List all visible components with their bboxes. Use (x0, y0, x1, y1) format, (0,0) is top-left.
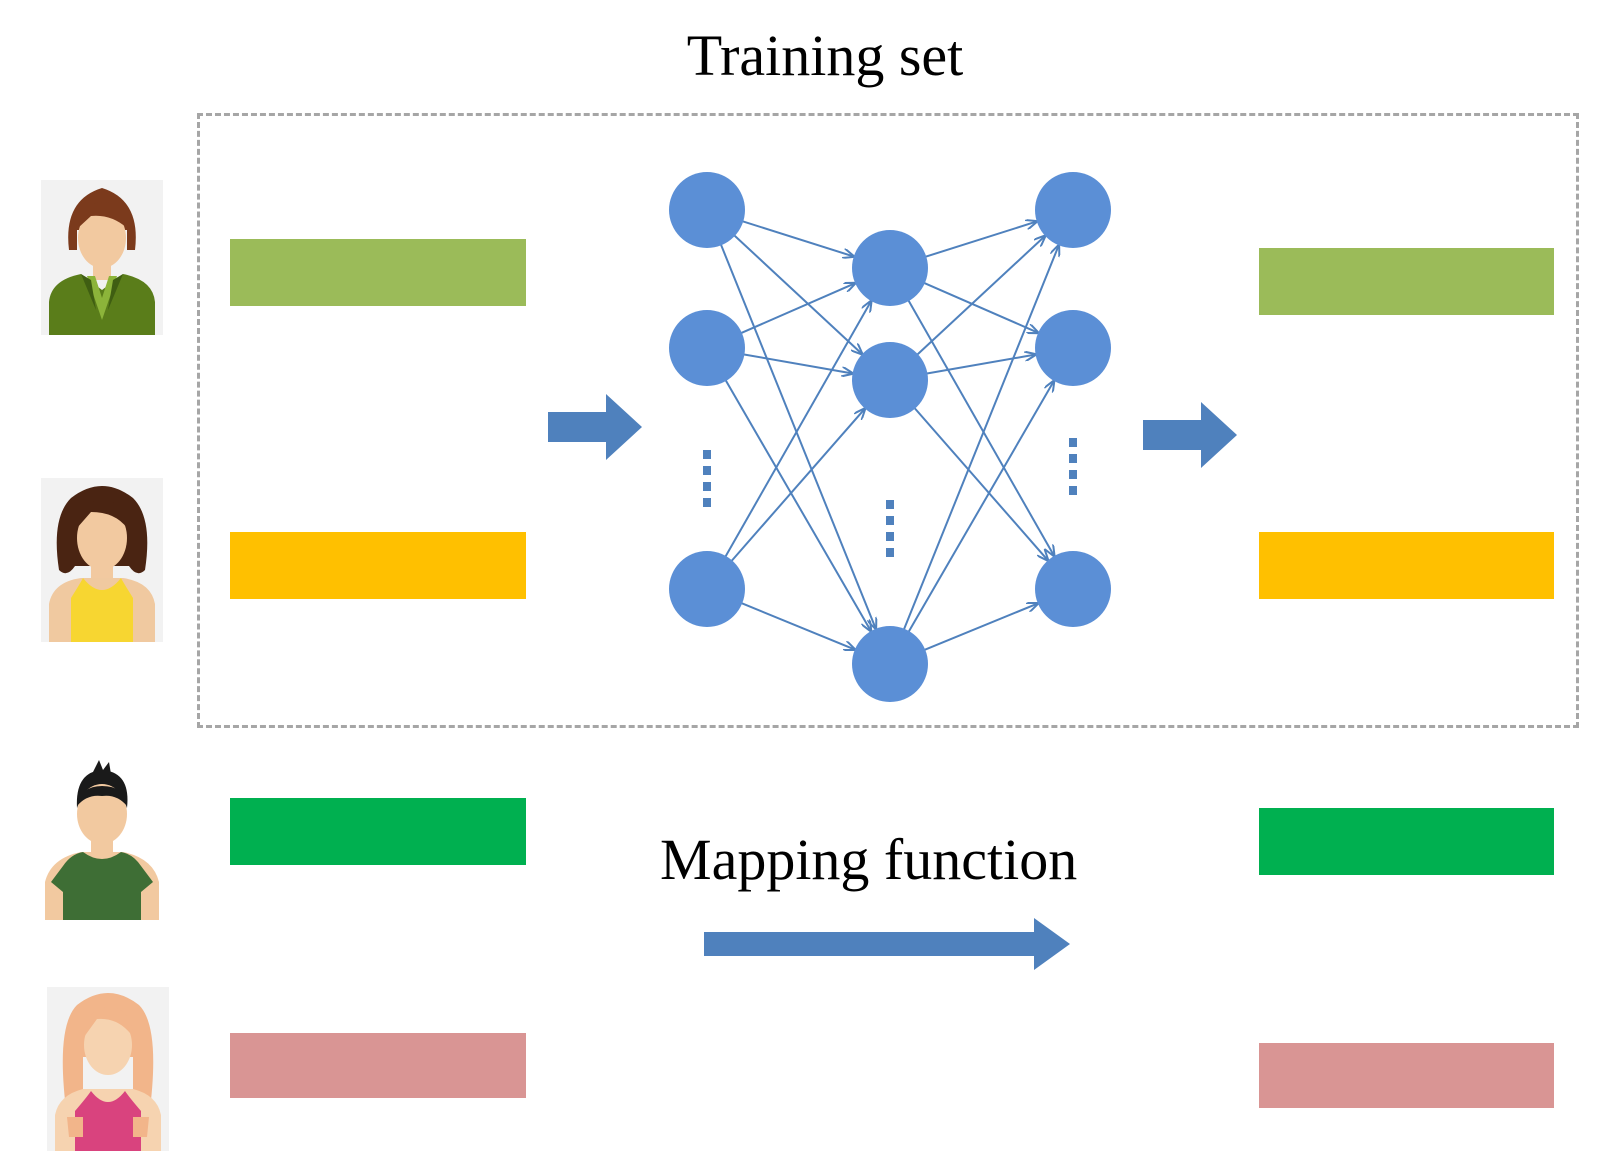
edge-input1-hidden2 (725, 227, 862, 354)
edge-input2-hidden2 (733, 351, 852, 374)
output-node-1 (1035, 172, 1111, 248)
edge-input2-hidden1 (730, 283, 855, 339)
input-bar-1 (230, 239, 526, 306)
edge-input1-hidden1 (732, 217, 853, 256)
edge-input3-hidden2 (723, 409, 865, 570)
edge-hidden1-output2 (913, 277, 1038, 333)
edge-hidden3-output3 (914, 603, 1038, 655)
page-title: Training set (686, 23, 964, 88)
output-bar-1 (1259, 248, 1554, 315)
neural-network (669, 172, 1111, 702)
woman-blonde-pink-top-icon (55, 993, 161, 1151)
edge-hidden2-output2 (916, 355, 1035, 377)
edge-input3-hidden1 (719, 301, 871, 567)
output-bar-2 (1259, 532, 1554, 599)
input-node-1 (669, 172, 745, 248)
input-layer-ellipsis (703, 450, 711, 507)
hidden-node-1 (852, 230, 928, 306)
woman-curly-hair-icon (49, 486, 155, 642)
network-to-output-arrow (1143, 402, 1237, 468)
edge-hidden3-output1 (899, 245, 1059, 640)
edge-hidden1-output1 (915, 221, 1036, 261)
input-to-network-arrow (548, 394, 642, 460)
hidden-node-3 (852, 626, 928, 702)
edge-hidden2-output1 (908, 236, 1045, 363)
input-bar-2 (230, 532, 526, 599)
mapping-function-arrow (704, 918, 1070, 970)
edge-input2-hidden3 (719, 370, 871, 631)
edge-input3-hidden3 (731, 598, 855, 650)
training-set-box (197, 113, 1579, 728)
man-green-shirt-icon (45, 760, 159, 920)
output-bar-4 (1259, 1043, 1554, 1108)
avatar-4 (47, 987, 169, 1151)
output-node-2 (1035, 310, 1111, 386)
avatar-3 (41, 758, 163, 920)
avatar-1 (41, 180, 163, 335)
edge-hidden3-output2 (902, 381, 1054, 642)
output-bar-3 (1259, 808, 1554, 875)
mapping-function-label: Mapping function (660, 827, 1078, 892)
output-node-3 (1035, 551, 1111, 627)
woman-green-suit-icon (49, 188, 155, 335)
hidden-node-2 (852, 342, 928, 418)
edge-hidden1-output3 (902, 290, 1054, 556)
input-node-2 (669, 310, 745, 386)
input-node-3 (669, 551, 745, 627)
hidden-layer-ellipsis (886, 500, 894, 557)
input-bar-3 (230, 798, 526, 865)
avatar-2 (41, 478, 163, 642)
edge-hidden2-output3 (906, 399, 1048, 560)
input-bar-4 (230, 1033, 526, 1098)
output-layer-ellipsis (1069, 438, 1077, 495)
